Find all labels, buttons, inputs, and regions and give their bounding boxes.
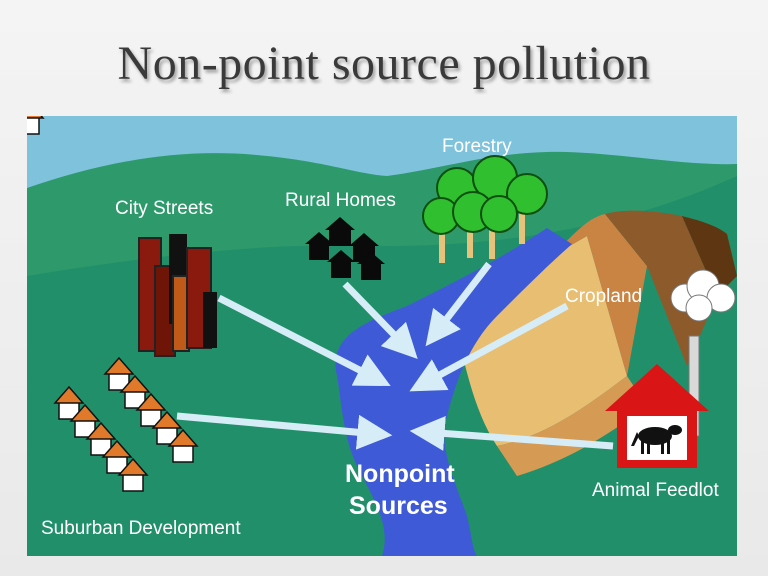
nonpoint-pollution-diagram: City Streets Rural Homes Forestry Cropla…: [27, 116, 737, 556]
city-buildings: [138, 234, 217, 357]
label-cropland: Cropland: [565, 286, 642, 307]
label-rural-homes: Rural Homes: [285, 190, 396, 211]
label-city-streets: City Streets: [115, 198, 213, 219]
pollution-arrows: [176, 261, 614, 451]
river: [335, 228, 572, 556]
arrow-forestry: [425, 261, 492, 347]
arrow-rural-homes: [342, 281, 418, 360]
rural-homes-houses: [305, 217, 385, 280]
cropland-fields: [457, 210, 737, 476]
feedlot-barn: [605, 364, 709, 468]
arrow-suburban: [176, 412, 393, 450]
label-suburban-development: Suburban Development: [41, 518, 241, 539]
arrow-city-streets: [217, 294, 391, 387]
suburban-houses: [27, 116, 198, 492]
label-animal-feedlot: Animal Feedlot: [592, 480, 719, 501]
label-forestry: Forestry: [442, 136, 512, 157]
arrow-cropland: [409, 302, 569, 392]
smoke-cloud: [670, 269, 736, 322]
slide-title: Non-point source pollution: [117, 37, 651, 90]
cow-icon: [631, 425, 682, 454]
label-sources: Sources: [349, 492, 448, 520]
forestry-trees: [422, 155, 548, 263]
diagram-canvas: City Streets Rural Homes Forestry Cropla…: [27, 116, 737, 556]
label-nonpoint: Nonpoint: [345, 460, 455, 488]
arrow-animal-feedlot: [409, 416, 614, 451]
